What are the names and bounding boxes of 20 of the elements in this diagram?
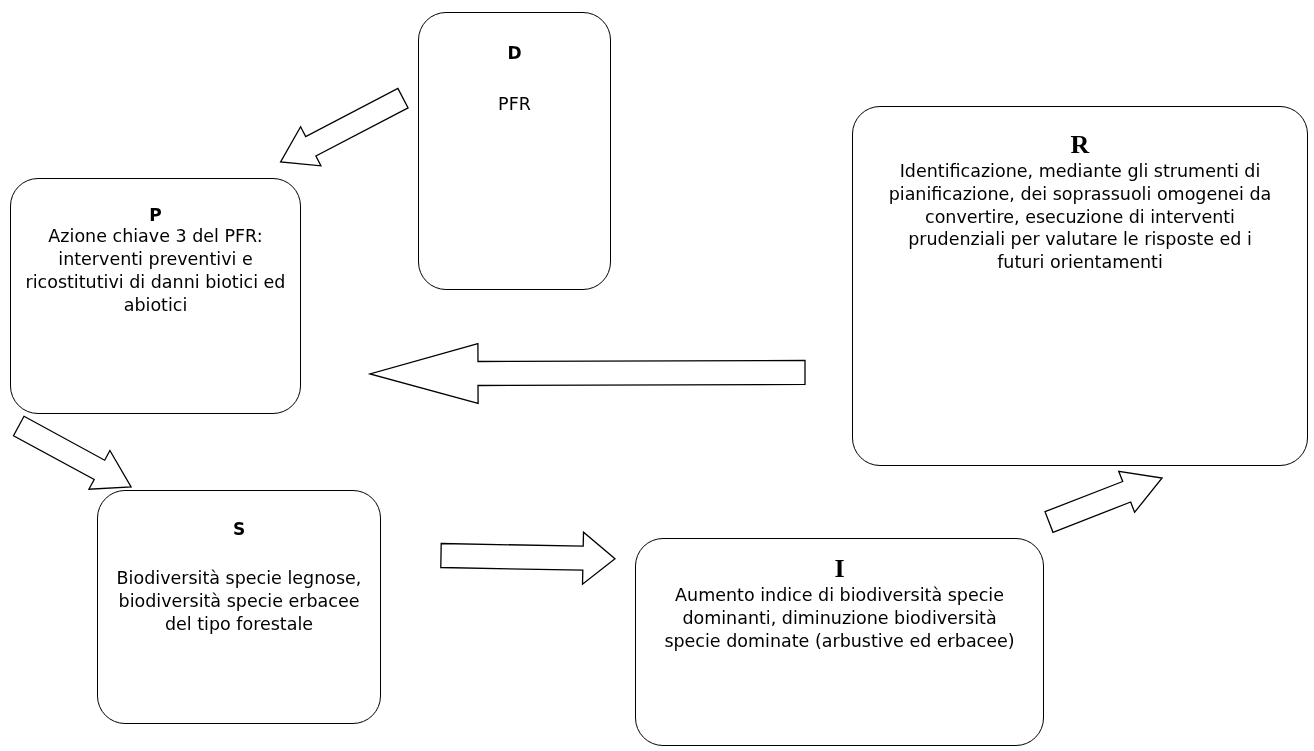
block-arrow: [367, 342, 806, 405]
rounded-box: [635, 538, 1044, 746]
block-arrow: [440, 530, 617, 586]
block-arrow: [1044, 470, 1164, 534]
block-arrow: [279, 87, 409, 167]
box-heading: D: [507, 43, 522, 64]
rounded-box: [10, 178, 301, 414]
box-text: Aumento indice di biodiversità specie dominanti, diminuzione biodiversità specie dominate (arbustive ed erbacee): [663, 584, 1016, 653]
box-text: Azione chiave 3 del PFR: interventi preventivi e ricostitutivi di danni biotici ed abiotici: [25, 225, 286, 317]
block-arrow: [12, 415, 133, 490]
rounded-box: [97, 490, 381, 724]
box-text: Biodiversità specie legnose, biodiversità specie erbacee del tipo forestale: [115, 567, 363, 636]
box-heading: I: [834, 553, 845, 585]
rounded-box: [852, 106, 1308, 466]
rounded-box: [418, 12, 611, 290]
box-heading: R: [1070, 129, 1090, 161]
box-text: PFR: [498, 93, 531, 117]
box-heading: S: [232, 519, 246, 540]
box-text: Identificazione, mediante gli strumenti di pianificazione, dei soprassuoli omogenei da convertire, esecuzione di interventi prudenziali per valutare le risposte ed i futuri orientamenti: [887, 160, 1273, 274]
box-heading: P: [149, 205, 162, 226]
